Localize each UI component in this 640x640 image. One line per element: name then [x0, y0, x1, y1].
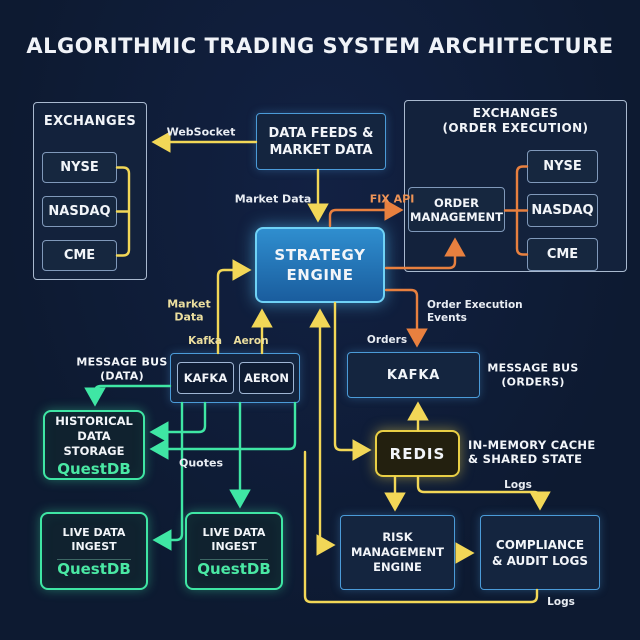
edge-kafka-to-historical [149, 401, 207, 443]
live-ingest-left-node: LIVE DATA INGEST QuestDB [40, 512, 148, 590]
label-msgbus-orders-2: (ORDERS) [501, 375, 565, 389]
strategy-line2: ENGINE [286, 266, 354, 284]
data-feeds-node: DATA FEEDS & MARKET DATA [256, 113, 386, 170]
label-logs-bottom: Logs [547, 596, 575, 608]
compliance-line1: COMPLIANCE [495, 537, 585, 552]
data-feeds-line2: MARKET DATA [269, 142, 373, 158]
panel-exchanges-left-title: EXCHANGES [43, 114, 137, 129]
strategy-line1: STRATEGY [274, 246, 366, 264]
data-feeds-line1: DATA FEEDS & [268, 125, 374, 141]
edge-msgbus-to-historical-top [84, 384, 172, 407]
risk-line2: MANAGEMENT [351, 545, 444, 559]
compliance-line2: & AUDIT LOGS [491, 553, 588, 568]
label-fix-api: FIX API [369, 192, 415, 206]
label-orders: Orders [366, 334, 408, 346]
historical-db-label: QuestDB [57, 459, 131, 478]
live-right-divider [200, 559, 268, 560]
historical-line1: HISTORICAL [55, 413, 133, 428]
label-market-data-top: Market Data [234, 192, 312, 206]
exchange-left-cme: CME [42, 240, 117, 271]
risk-engine-node: RISK MANAGEMENT ENGINE [340, 515, 455, 590]
label-redis-caption-2: & SHARED STATE [468, 452, 583, 466]
label-aeron: Aeron [233, 335, 269, 347]
compliance-node: COMPLIANCE & AUDIT LOGS [480, 515, 600, 590]
live-left-db-label: QuestDB [57, 560, 131, 578]
panel-exchanges-right-title1: EXCHANGES [472, 106, 559, 120]
live-left-line1: LIVE DATA [62, 526, 126, 539]
order-management-line2: MANAGEMENT [410, 209, 503, 224]
label-order-exec-2: Events [427, 312, 467, 324]
label-order-exec-1: Order Execution [427, 299, 523, 311]
live-right-line1: LIVE DATA [202, 526, 266, 539]
strategy-engine-node: STRATEGY ENGINE [255, 227, 385, 303]
label-websocket: WebSocket [166, 125, 236, 139]
label-redis-caption-1: IN-MEMORY CACHE [468, 438, 596, 452]
risk-line3: ENGINE [373, 560, 422, 574]
edge-quotes-to-live-left [152, 401, 184, 551]
exchange-left-nyse: NYSE [42, 152, 117, 183]
live-left-line2: INGEST [71, 540, 117, 553]
label-msgbus-data-2: (DATA) [100, 369, 144, 383]
label-kafka: Kafka [188, 335, 222, 347]
historical-line2: DATA STORAGE [63, 428, 125, 458]
page-title: ALGORITHMIC TRADING SYSTEM ARCHITECTURE [26, 34, 614, 58]
kafka-orders-node: KAFKA [347, 352, 480, 398]
panel-exchanges-right-title2: (ORDER EXECUTION) [442, 121, 589, 135]
exchange-left-nasdaq: NASDAQ [42, 196, 117, 227]
exchange-right-nyse: NYSE [527, 150, 598, 183]
exchange-right-cme: CME [527, 238, 598, 271]
edge-aeron-to-historical [149, 401, 297, 460]
edge-strategy-risk-bidirectional [309, 308, 336, 556]
exchange-right-nasdaq: NASDAQ [527, 194, 598, 227]
edge-strategy-fixapi-to-om [328, 199, 404, 228]
live-right-db-label: QuestDB [197, 560, 271, 578]
label-quotes: Quotes [178, 456, 224, 470]
live-ingest-right-node: LIVE DATA INGEST QuestDB [185, 512, 283, 590]
historical-storage-node: HISTORICAL DATA STORAGE QuestDB [43, 410, 145, 480]
message-bus-data-kafka: KAFKA [177, 362, 234, 394]
order-management-line1: ORDER [434, 195, 479, 210]
label-msgbus-data-1: MESSAGE BUS [76, 355, 168, 369]
label-logs-mid: Logs [504, 479, 532, 491]
label-market-data-left-1: Market [167, 297, 211, 311]
label-msgbus-orders-1: MESSAGE BUS [487, 361, 579, 375]
order-management-node: ORDER MANAGEMENT [408, 187, 505, 232]
message-bus-data-aeron: AERON [239, 362, 294, 394]
redis-node: REDIS [375, 430, 460, 477]
live-right-line2: INGEST [211, 540, 257, 553]
label-market-data-left-2: Data [174, 310, 204, 324]
risk-line1: RISK [382, 530, 413, 544]
live-left-divider [56, 559, 132, 560]
